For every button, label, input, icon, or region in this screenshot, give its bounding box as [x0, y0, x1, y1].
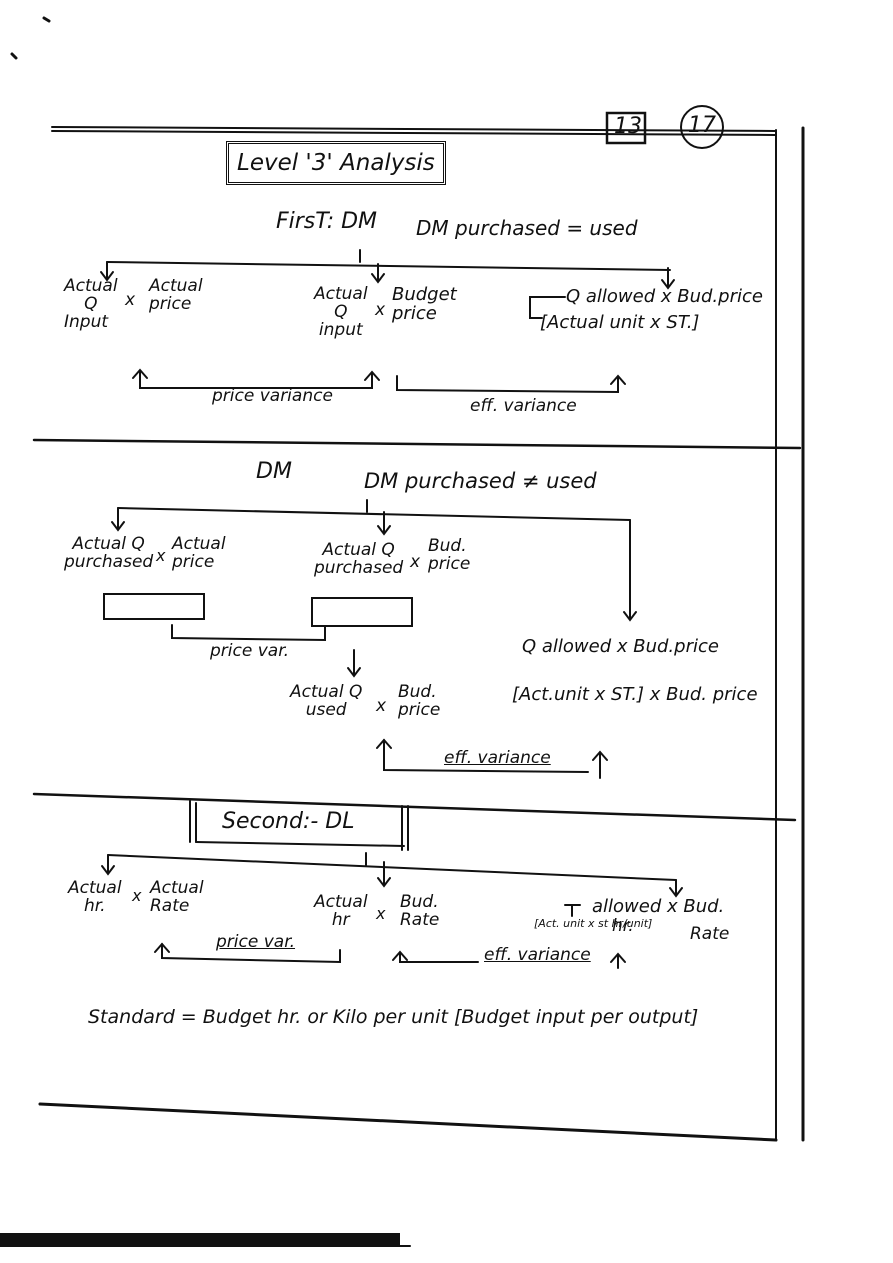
page-number: 13	[614, 114, 642, 139]
section2-heading: DM	[256, 459, 292, 484]
s1-op-x: x	[125, 290, 136, 310]
section1-condition: DM purchased = used	[416, 216, 638, 240]
circled-page-number: 17	[688, 113, 716, 138]
s3-eff-variance: eff. variance	[484, 945, 591, 965]
section3-heading: Second:- DL	[222, 809, 355, 834]
s3-bud-rate: Bud.Rate	[400, 892, 440, 930]
s3-price-var: price var.	[216, 932, 296, 952]
s2-price-var: price var.	[210, 641, 290, 661]
section1-heading: FirsT: DM	[276, 209, 378, 234]
s2-q-allowed: Q allowed x Bud.price	[522, 636, 719, 657]
s1-price-variance: price variance	[212, 386, 333, 406]
s2-eff-variance: eff. variance	[444, 748, 551, 768]
s3-allowed: allowed x Bud.	[592, 896, 725, 917]
s1-q-allowed: Q allowed x Bud.price	[566, 286, 763, 307]
s2-op-x2: x	[410, 552, 421, 572]
s1-op-x2: x	[375, 300, 386, 320]
s1-actual-unit-st: [Actual unit x ST.]	[540, 312, 700, 333]
page-number-box	[605, 111, 647, 145]
s3-act-unit-st-note: [Act. unit x st hr/unit]	[534, 917, 653, 930]
s2-op-x3: x	[376, 696, 387, 716]
s2-act-unit-st: [Act.unit x ST.] x Bud. price	[512, 684, 758, 705]
s2-op-x: x	[156, 546, 166, 565]
section2-condition: DM purchased ≠ used	[364, 469, 597, 493]
s3-rate: Rate	[690, 924, 730, 944]
s3-op-x2: x	[376, 904, 386, 923]
standard-definition: Standard = Budget hr. or Kilo per unit […	[88, 1006, 699, 1028]
circled-number	[680, 105, 724, 149]
s2-bud-price-2: Bud.price	[398, 682, 441, 720]
s2-bud-price: Bud.price	[428, 536, 471, 574]
s3-allowed-hr: hr.	[612, 916, 634, 936]
s3-op-x: x	[132, 886, 142, 905]
s1-eff-variance: eff. variance	[470, 396, 577, 416]
page-title: Level '3' Analysis	[226, 141, 446, 185]
